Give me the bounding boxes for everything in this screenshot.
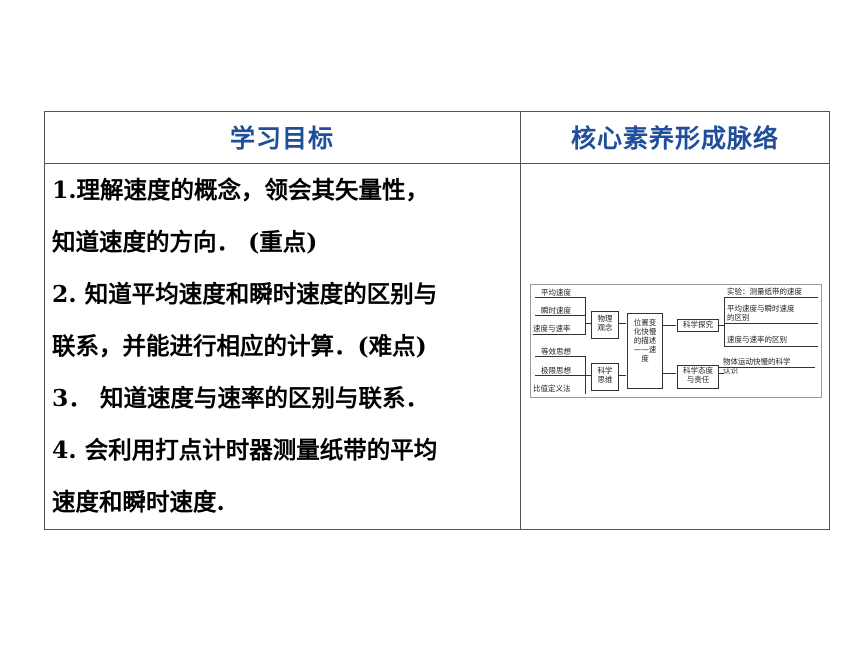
table-border-middle (520, 111, 521, 530)
science-attitude-box: 科学态度 与责任 (677, 365, 719, 389)
table-border-header (44, 163, 830, 164)
learning-goals: 1.理解速度的概念，领会其矢量性， 知道速度的方向． (重点) 2. 知道平均速… (52, 164, 520, 528)
right-item: 实验：测量纸带的速度 (727, 287, 802, 296)
goal-line: 1.理解速度的概念，领会其矢量性， (52, 176, 430, 204)
physics-concept-box: 物理 观念 (591, 311, 619, 339)
table-border-left (44, 111, 45, 530)
table-border-top (44, 111, 830, 112)
concept-map: 平均速度 瞬时速度 速度与速率 等效思想 极限思想 比值定义法 物理 观念 科学… (530, 284, 822, 398)
right-item: 物体运动快慢的科学 认识 (723, 357, 791, 375)
right-item: 速度与速率的区别 (727, 335, 787, 344)
table-border-bottom (44, 529, 830, 530)
goal-line: 速度和瞬时速度. (52, 488, 225, 516)
table-border-right (829, 111, 830, 530)
science-inquiry-box: 科学探究 (677, 319, 719, 332)
left-item: 等效思想 (541, 347, 571, 356)
goal-line: 2. 知道平均速度和瞬时速度的区别与 (52, 280, 438, 308)
header-core-literacy: 核心素养形成脉络 (570, 124, 779, 153)
goal-line: 3． 知道速度与速率的区别与联系． (52, 384, 430, 412)
center-topic-box: 位置变 化快慢 的描述 ——速 度 (627, 313, 663, 389)
left-item: 平均速度 (541, 288, 571, 297)
right-item: 平均速度与瞬时速度 的区别 (727, 304, 795, 322)
left-item: 比值定义法 (533, 384, 571, 393)
science-thinking-box: 科学 思维 (591, 363, 619, 391)
goal-line: 4. 会利用打点计时器测量纸带的平均 (52, 436, 438, 464)
header-learning-goals: 学习目标 (229, 124, 334, 153)
goal-line: 知道速度的方向． (重点) (52, 228, 318, 256)
goal-line: 联系，并能进行相应的计算．(难点) (52, 332, 427, 360)
left-item: 瞬时速度 (541, 306, 571, 315)
left-item: 速度与速率 (533, 324, 571, 333)
left-item: 极限思想 (541, 366, 571, 375)
